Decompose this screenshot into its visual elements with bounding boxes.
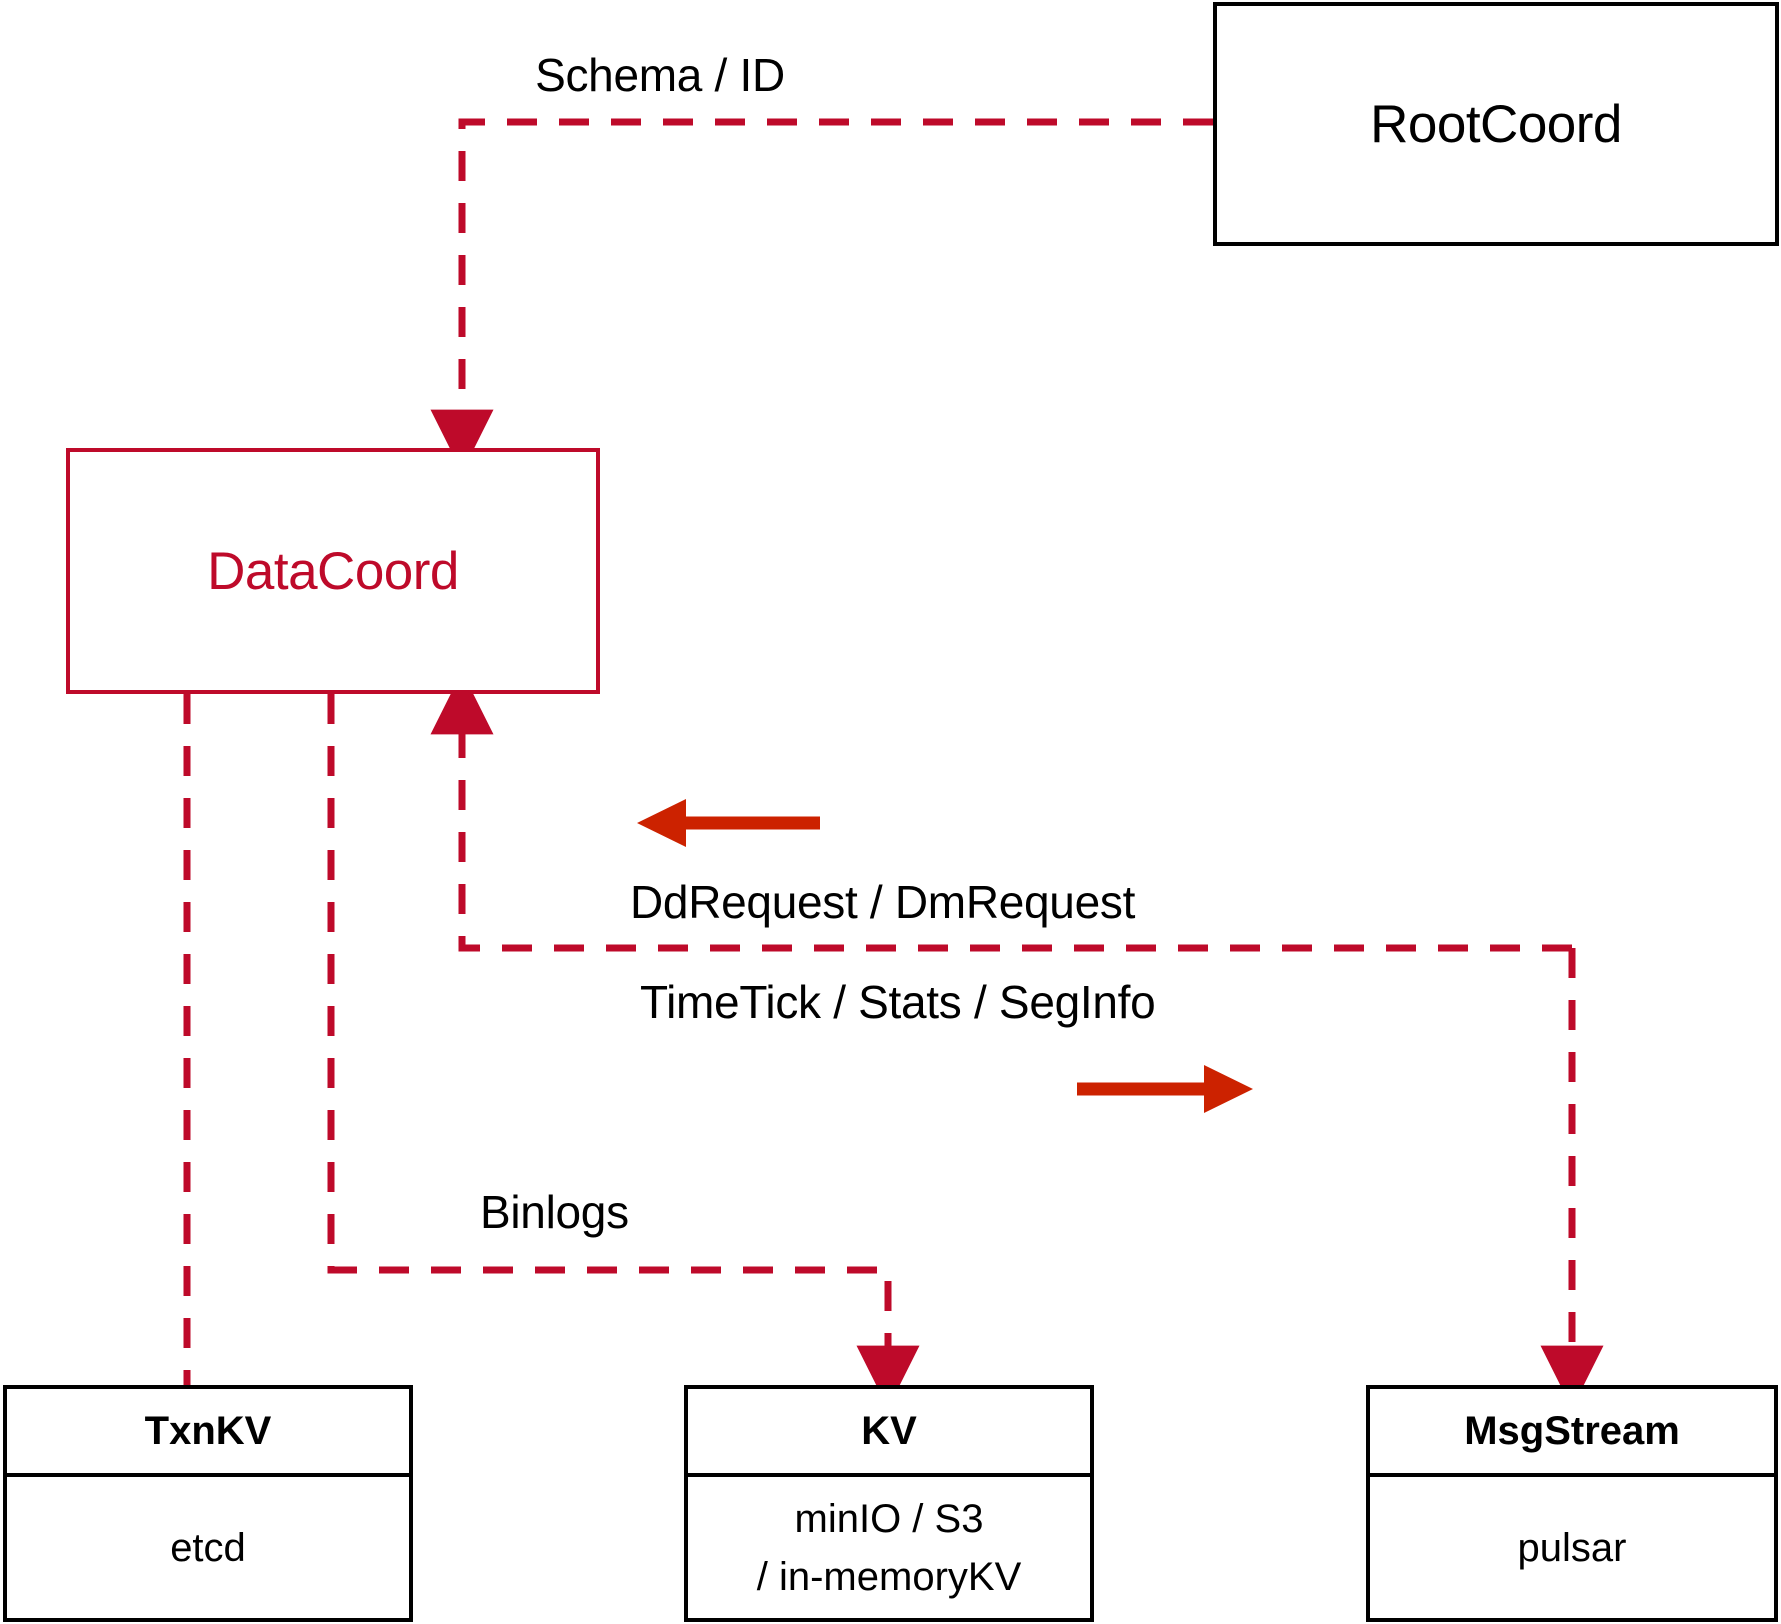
- edge-label-timetick-stats-seginfo: TimeTick / Stats / SegInfo: [640, 976, 1156, 1028]
- node-datacoord[interactable]: DataCoord: [66, 448, 600, 694]
- node-kv-body-line-2: / in-memoryKV: [756, 1554, 1022, 1599]
- node-rootcoord[interactable]: RootCoord: [1213, 2, 1779, 246]
- node-txnkv-title: TxnKV: [7, 1389, 409, 1477]
- node-txnkv-body: etcd: [7, 1477, 409, 1618]
- node-msgstream[interactable]: MsgStream pulsar: [1366, 1385, 1778, 1622]
- node-kv[interactable]: KV minIO / S3 / in-memoryKV: [684, 1385, 1094, 1622]
- node-msgstream-body-line-1: pulsar: [1517, 1525, 1627, 1570]
- node-kv-body-line-1: minIO / S3: [794, 1496, 984, 1541]
- direction-arrow-left: [637, 799, 820, 847]
- node-rootcoord-label: RootCoord: [1370, 94, 1622, 154]
- direction-arrow-right: [1077, 1065, 1253, 1113]
- edge-label-ddrequest-dmrequest: DdRequest / DmRequest: [630, 876, 1136, 928]
- node-msgstream-title: MsgStream: [1370, 1389, 1774, 1477]
- node-kv-body: minIO / S3 / in-memoryKV: [688, 1477, 1090, 1618]
- node-txnkv-body-line-1: etcd: [170, 1525, 246, 1570]
- node-msgstream-body: pulsar: [1370, 1477, 1774, 1618]
- node-datacoord-label: DataCoord: [207, 541, 459, 601]
- node-kv-title: KV: [688, 1389, 1090, 1477]
- edge-schema-id-path: [430, 118, 1213, 473]
- edge-label-schema-id: Schema / ID: [535, 49, 785, 101]
- node-txnkv[interactable]: TxnKV etcd: [3, 1385, 413, 1622]
- edge-binlogs-path: [327, 694, 920, 1409]
- edge-label-binlogs: Binlogs: [480, 1186, 629, 1238]
